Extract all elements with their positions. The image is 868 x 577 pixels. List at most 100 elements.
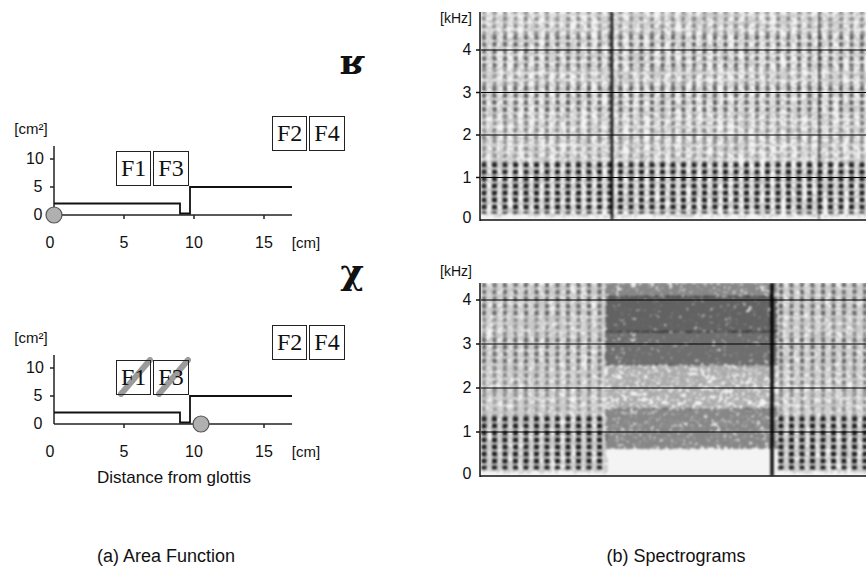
tick-label: 10 [26,359,44,377]
tick [50,395,54,397]
grid-line [481,388,866,389]
spectrogram-bottom [481,283,866,476]
grid-line [481,177,866,178]
axis-unit: [cm²] [14,121,47,138]
strike-slash [121,360,150,394]
frication-noise [481,283,608,474]
tick-label: 3 [463,335,472,353]
axis-unit: [kHz] [440,264,472,279]
tick-label: 0 [463,465,472,483]
tick-label: 0 [46,443,55,461]
area-plot-bottom [50,355,292,428]
tick-label: 5 [34,178,43,196]
tick [193,215,195,219]
tick-label: 5 [120,443,129,461]
frication-noise [777,283,866,474]
spectrogram-axis [476,12,866,221]
y-axis [479,283,481,477]
tick-label: 4 [463,291,472,309]
formant-label: F3 [158,364,183,390]
tick [50,186,54,188]
tick [476,387,480,389]
y-axis [53,146,55,215]
tick-label: 0 [463,209,472,227]
formant-label: F2 [277,120,302,146]
tick [476,343,480,345]
area-plot-top [50,146,292,219]
tick [263,215,265,219]
tick-label: 4 [463,41,472,59]
frequency-grid [481,300,866,432]
tick-label: 15 [255,234,273,252]
frication-noise [605,331,778,366]
formant-label: F1 [121,364,146,390]
formant-label: F4 [314,329,339,355]
tick-label: 3 [463,84,472,102]
area-function-line [54,396,292,423]
tick [476,49,480,51]
formant-label: F1 [121,155,146,181]
tick-label: 15 [255,443,273,461]
tick [476,92,480,94]
grid-line [481,344,866,345]
formant-box: F3 [153,360,188,395]
y-axis [53,355,55,424]
formant-label: F2 [277,329,302,355]
tick-label: 5 [120,234,129,252]
x-axis [54,214,292,216]
tick-label: 2 [463,126,472,144]
axis-title: Distance from glottis [97,469,251,488]
burst-line [818,12,820,220]
burst-line [770,283,774,476]
tick [476,177,480,179]
frication-noise [605,283,778,298]
formant-box: F4 [309,116,344,151]
formant-box: F4 [309,325,344,360]
formant-label: F4 [314,120,339,146]
axis-unit: [cm²] [14,330,47,347]
formant-box: F2 [272,325,307,360]
tick-label: 1 [463,423,472,441]
tick [476,134,480,136]
frication-noise [605,408,778,450]
source-circle [193,416,209,432]
grid-line [481,432,866,433]
tick-label: 10 [185,234,203,252]
spectrogram-axis [476,283,866,477]
spectrogram-marks [481,12,866,220]
panel-caption: (a) Area Function [97,547,235,567]
formant-label: F3 [158,155,183,181]
spectrogram-marks [481,283,866,476]
axis-unit: [cm] [292,444,320,461]
tick [123,215,125,219]
grid-line [481,300,866,301]
tick [476,299,480,301]
tick-label: 0 [34,206,43,224]
grid-line [481,92,866,93]
burst-line [611,12,614,220]
formant-box: F1 [116,360,151,395]
x-axis [480,475,866,477]
phoneme-symbol: ʁ [340,42,365,82]
frication-noise [605,296,778,333]
tick [50,367,54,369]
tick-label: 1 [463,169,472,187]
formant-box: F3 [153,151,188,186]
y-axis [479,12,481,221]
tick-label: 5 [34,387,43,405]
tick [263,424,265,428]
grid-line [481,50,866,51]
panel-caption: (b) Spectrograms [606,547,745,567]
tick-label: 0 [34,415,43,433]
tick [50,158,54,160]
axis-unit: [kHz] [440,11,472,26]
tick-label: 10 [26,150,44,168]
formant-box: F2 [272,116,307,151]
phoneme-symbol: χ [340,252,364,292]
frication-noise [481,12,866,218]
tick-label: 0 [46,234,55,252]
axis-unit: [cm] [292,235,320,252]
x-axis [480,219,866,221]
